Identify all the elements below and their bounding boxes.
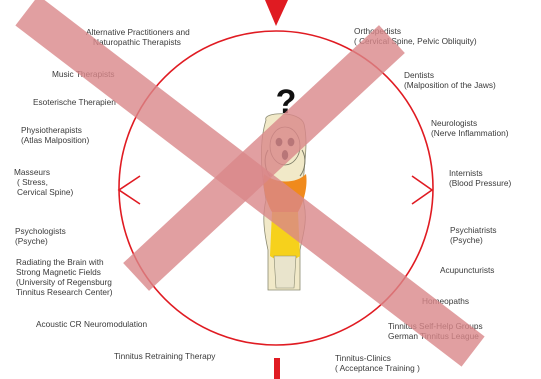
label-acoustic-cr-neuromodulation: Acoustic CR Neuromodulation xyxy=(36,319,147,329)
label-dentists: Dentists (Malposition of the Jaws) xyxy=(404,70,496,90)
label-homeopaths: Homeopaths xyxy=(422,296,469,306)
right-arrow-icon xyxy=(412,176,432,204)
label-orthopedists: Orthopedists ( Cervical Spine, Pelvic Ob… xyxy=(354,26,477,46)
label-tinnitus-retraining: Tinnitus Retraining Therapy xyxy=(114,351,215,361)
label-radiating-brain: Radiating the Brain with Strong Magnetic… xyxy=(16,257,113,297)
label-tinnitus-self-help: Tinnitus Self-Help Groups German Tinnitu… xyxy=(388,321,483,341)
label-esoteric-therapies: Esoterische Therapien xyxy=(33,97,116,107)
label-physiotherapists: Physiotherapists (Atlas Malposition) xyxy=(21,125,89,145)
label-psychiatrists: Psychiatrists (Psyche) xyxy=(450,225,497,245)
label-neurologists: Neurologists (Nerve Inflammation) xyxy=(431,118,508,138)
label-psychologists: Psychologists (Psyche) xyxy=(15,226,66,246)
label-internists: Internists (Blood Pressure) xyxy=(449,168,511,188)
label-masseurs: Masseurs ( Stress, Cervical Spine) xyxy=(14,167,73,197)
top-pointer-marker xyxy=(265,0,288,26)
label-tinnitus-clinics: Tinnitus-Clinics ( Acceptance Training ) xyxy=(335,353,420,373)
left-arrow-icon xyxy=(119,176,140,204)
screaming-figure-icon xyxy=(261,114,306,290)
label-acupuncturists: Acupuncturists xyxy=(440,265,494,275)
label-alternative-practitioners: Alternative Practitioners and Naturopath… xyxy=(86,27,190,47)
bottom-bar-marker xyxy=(274,358,280,379)
label-music-therapists: Music Therapists xyxy=(52,69,115,79)
